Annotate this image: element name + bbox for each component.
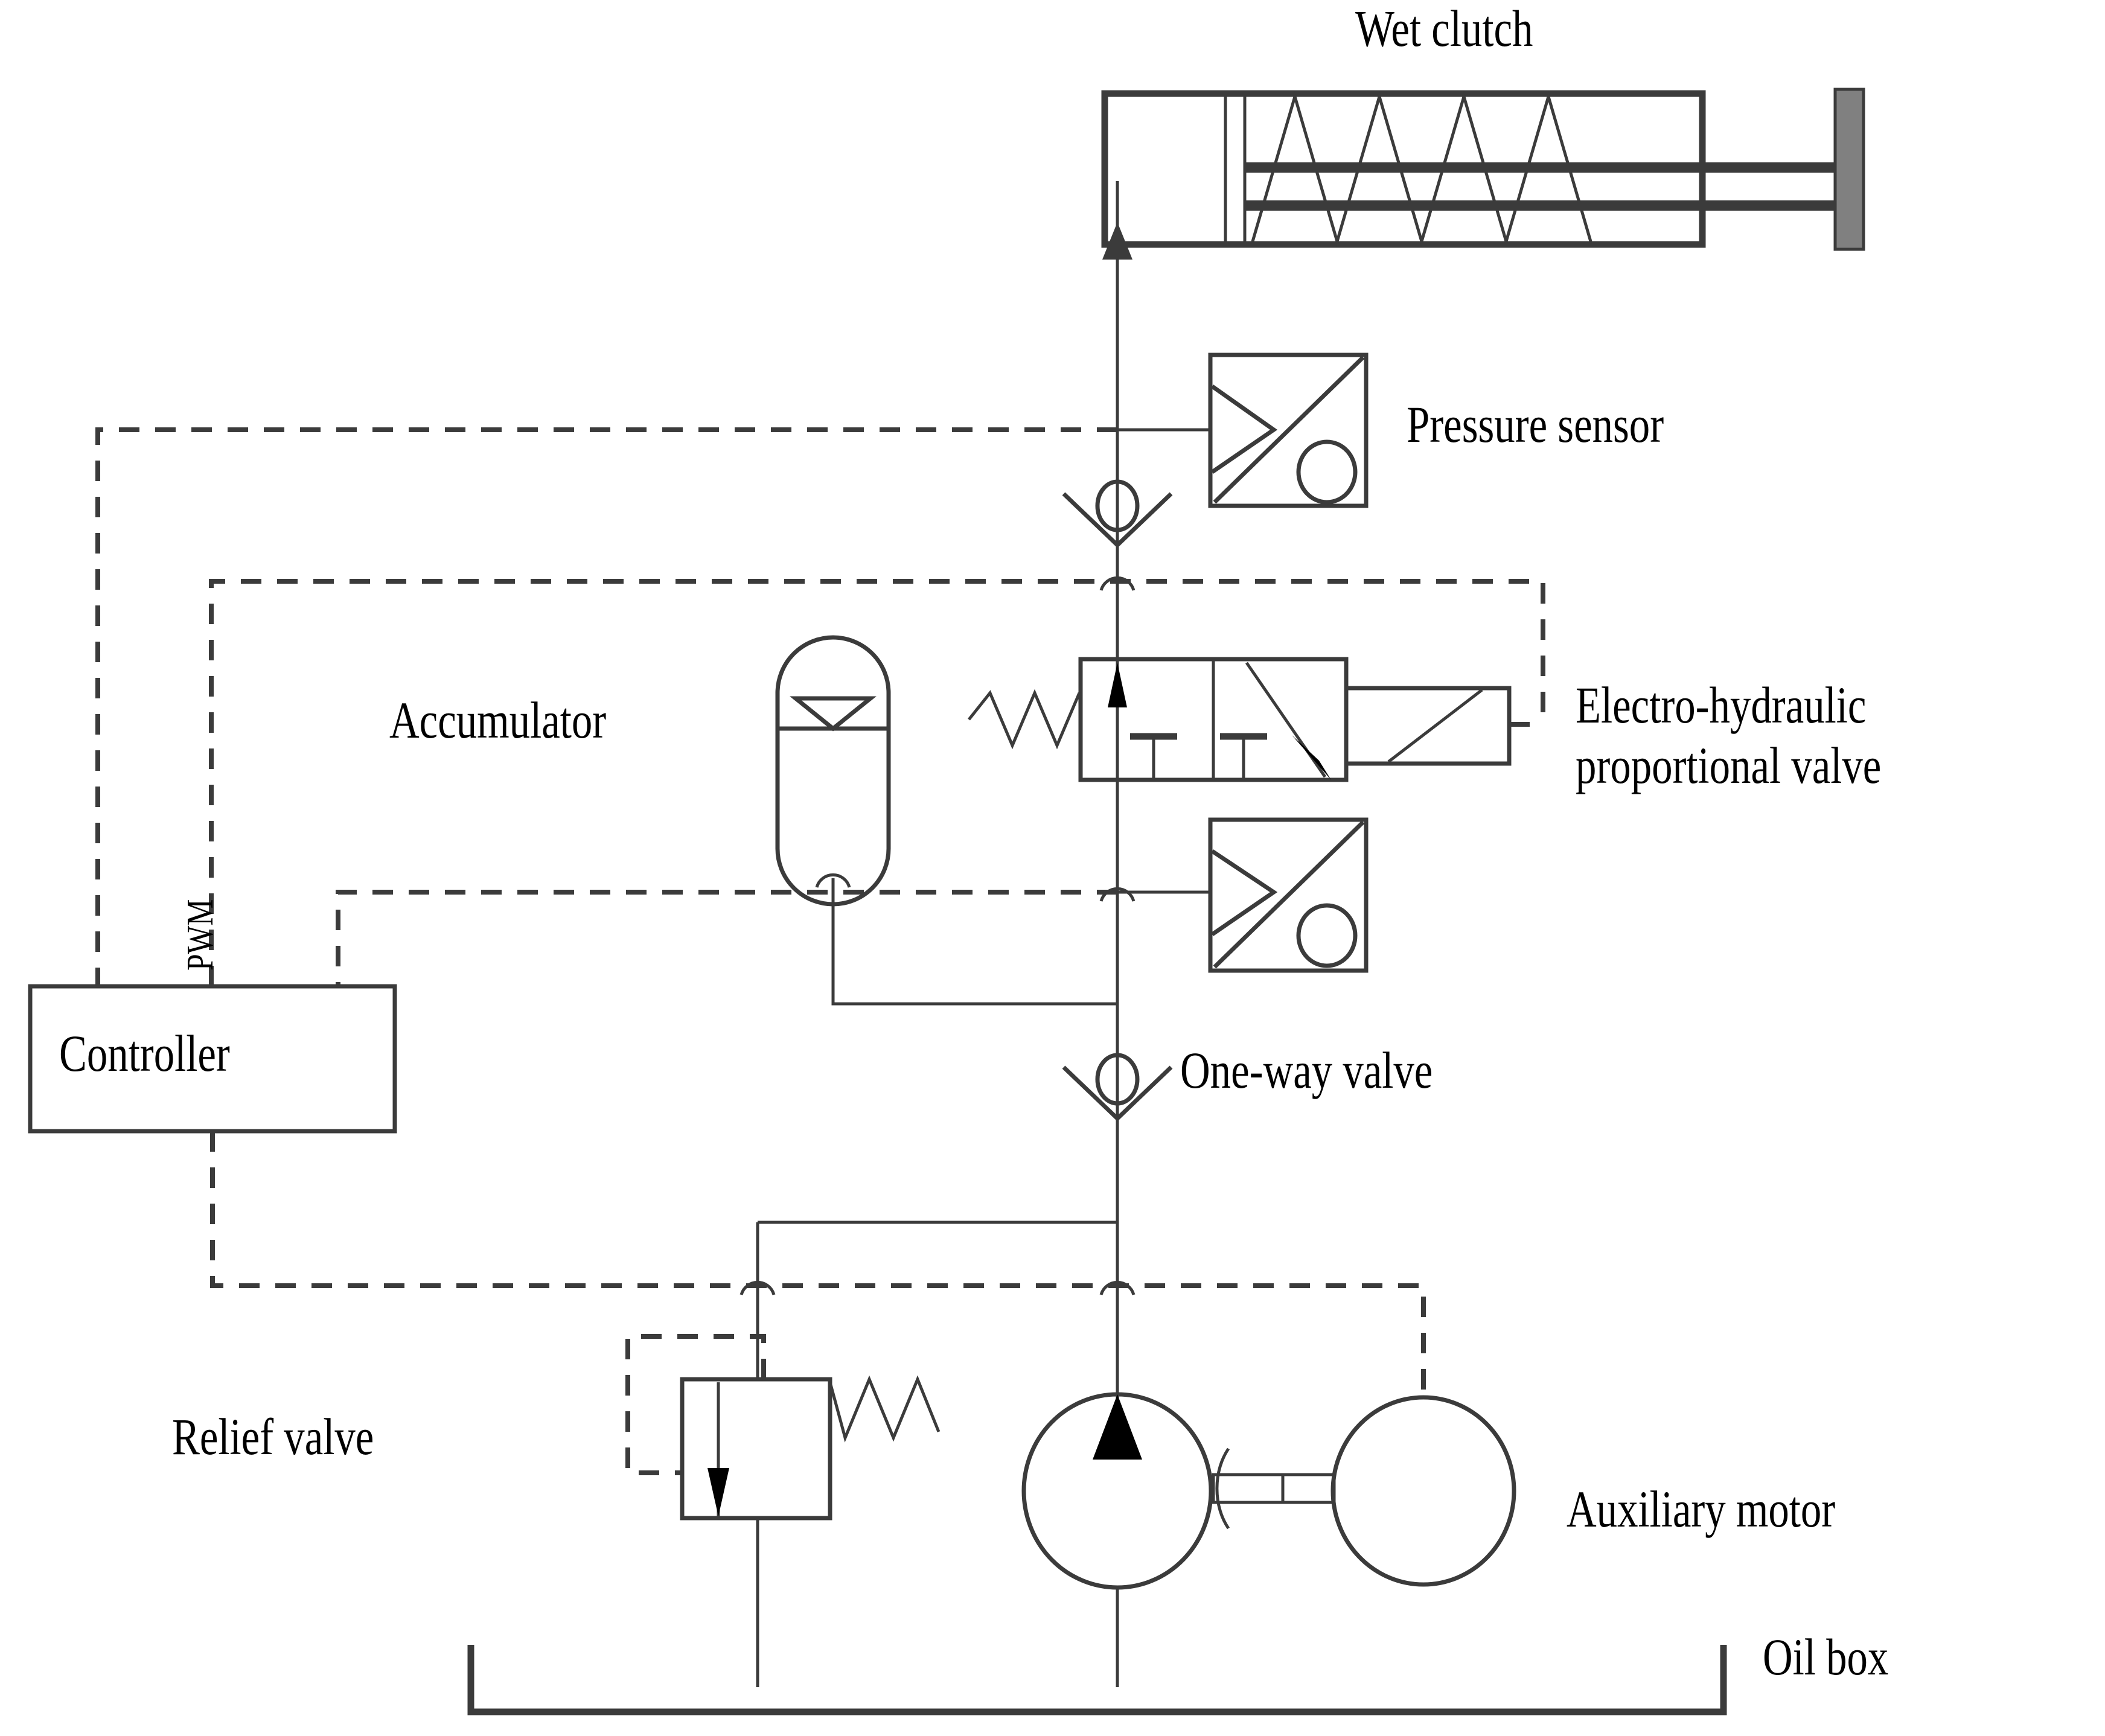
auxiliary-motor-label: Auxiliary motor — [1567, 1480, 1836, 1538]
accumulator-label: Accumulator — [389, 691, 607, 749]
wet-clutch-label: Wet clutch — [1355, 0, 1533, 57]
pwm-label: PWM — [180, 899, 221, 971]
relief-valve — [625, 1221, 1117, 1687]
signal-line-controller-to-motor — [210, 1131, 1426, 1394]
signal-line-sensor2-to-controller — [336, 887, 1136, 986]
pressure-sensor-label: Pressure sensor — [1407, 395, 1664, 453]
pressure-sensor-upper — [1117, 353, 1369, 508]
controller-label: Controller — [59, 1024, 230, 1082]
signal-line-controller-pwm-to-valve — [209, 576, 1545, 986]
oil-box-reservoir — [467, 1645, 1727, 1715]
one-way-valve-label: One-way valve — [1180, 1041, 1433, 1099]
electro-hydraulic-proportional-valve — [968, 657, 1543, 782]
pressure-sensor-lower — [1117, 817, 1369, 973]
accumulator-branch-line — [815, 873, 1117, 1006]
hydraulic-pump — [1021, 1392, 1213, 1687]
oil-box-label: Oil box — [1763, 1628, 1889, 1686]
relief-valve-label: Relief valve — [172, 1408, 374, 1466]
wet-clutch-cylinder — [1101, 88, 1865, 251]
auxiliary-motor — [1330, 1395, 1516, 1587]
signal-line-sensor1-to-controller — [95, 427, 1117, 986]
electro-hydraulic-valve-label-line2: proportional valve — [1576, 736, 1882, 794]
one-way-valve-upper — [1062, 479, 1173, 548]
electro-hydraulic-valve-label-line1: Electro-hydraulic — [1576, 676, 1867, 734]
main-hydraulic-line — [1102, 181, 1132, 1400]
shaft-coupling — [1212, 1447, 1336, 1530]
one-way-valve-lower — [1062, 1053, 1173, 1122]
